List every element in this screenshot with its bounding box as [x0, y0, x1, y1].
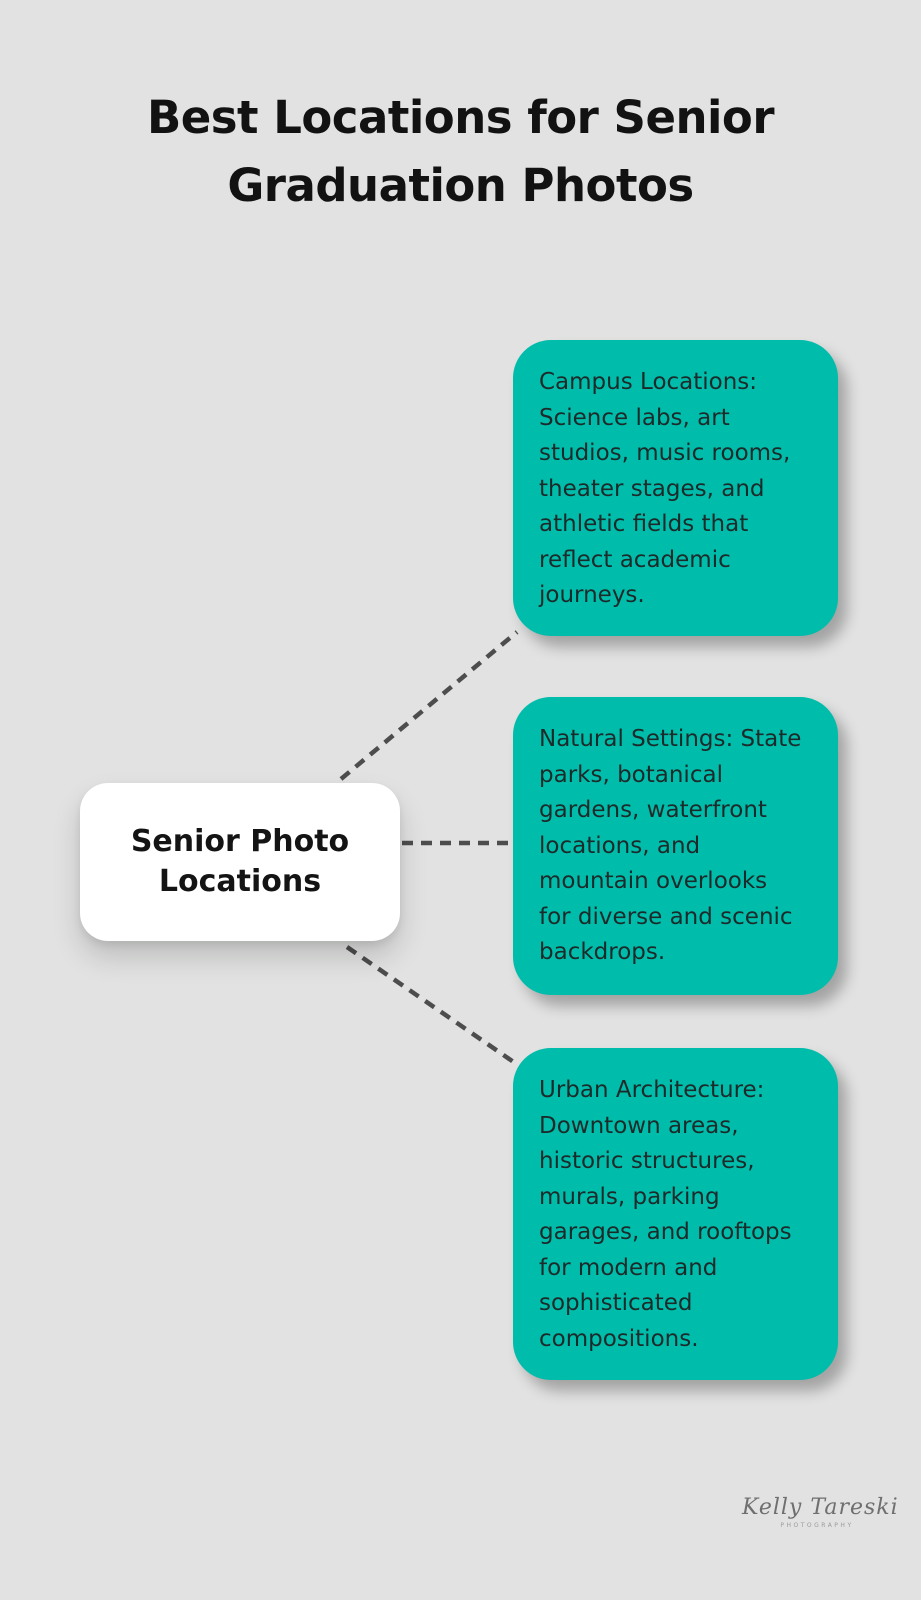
page-title: Best Locations for Senior Graduation Pho… [146, 91, 775, 212]
signature-name: Kelly Tareski [742, 1495, 899, 1520]
node-card-campus: Campus Locations: Science labs, art stud… [513, 340, 838, 636]
node-card-natural-text: Natural Settings: State parks, botanical… [539, 726, 802, 965]
center-node-label: Senior Photo Locations [130, 824, 350, 899]
node-card-campus-text: Campus Locations: Science labs, art stud… [539, 369, 791, 608]
node-card-urban: Urban Architecture: Downtown areas, hist… [513, 1048, 838, 1380]
connector-line-urban [345, 945, 517, 1065]
node-card-urban-text: Urban Architecture: Downtown areas, hist… [539, 1077, 792, 1352]
node-card-natural: Natural Settings: State parks, botanical… [513, 697, 838, 995]
photographer-signature: Kelly Tareski PHOTOGRAPHY [742, 1495, 899, 1530]
signature-photography-label: PHOTOGRAPHY [780, 1522, 854, 1529]
center-node: Senior Photo Locations [80, 783, 400, 941]
connector-line-campus [339, 630, 519, 781]
